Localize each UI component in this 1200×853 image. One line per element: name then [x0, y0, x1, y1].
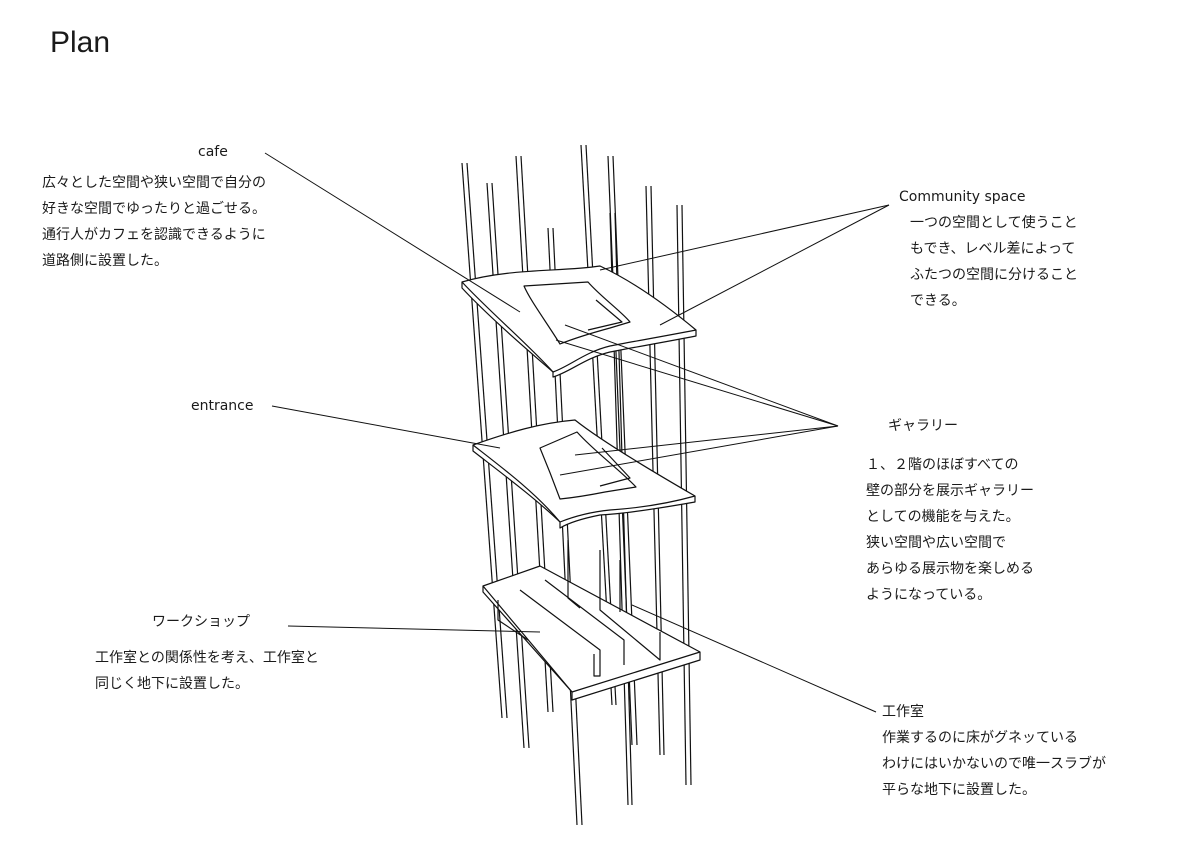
community-space-heading: Community space — [899, 189, 1026, 205]
studio-leader — [631, 604, 877, 713]
community-space-description: 一つの空間として使うこと もでき、レベル差によって ふたつの空間に分けること で… — [910, 215, 1078, 309]
gallery-leader-c — [574, 425, 839, 456]
community-leader-a — [599, 204, 890, 271]
workshop-leader — [287, 625, 541, 633]
workshop-description: 工作室との関係性を考え、工作室と 同じく地下に設置した。 — [95, 650, 319, 692]
leader-lines — [264, 152, 890, 713]
gallery-leader-b — [555, 339, 839, 427]
lower-slab — [482, 540, 701, 701]
gallery-leader-d — [559, 425, 839, 476]
studio-heading: 工作室 — [882, 704, 924, 720]
studio-description: 作業するのに床がグネッている わけにはいかないので唯一スラブが 平らな地下に設置… — [882, 730, 1106, 798]
gallery-description: １、２階のほぼすべての 壁の部分を展示ギャラリー としての機能を与えた。 狭い空… — [866, 457, 1034, 603]
cafe-heading: cafe — [198, 144, 228, 160]
community-leader-b — [659, 204, 890, 326]
middle-slab — [472, 419, 696, 529]
upper-slab — [461, 265, 697, 378]
cafe-leader — [264, 152, 521, 313]
cafe-description: 広々とした空間や狭い空間で自分の 好きな空間でゆったりと過ごせる。 通行人がカフ… — [42, 175, 266, 269]
entrance-leader — [271, 405, 501, 449]
workshop-heading: ワークショップ — [152, 614, 250, 630]
gallery-heading: ギャラリー — [888, 418, 958, 434]
entrance-heading: entrance — [191, 398, 254, 414]
page-title: Plan — [50, 26, 111, 59]
gallery-leader-a — [564, 324, 839, 427]
